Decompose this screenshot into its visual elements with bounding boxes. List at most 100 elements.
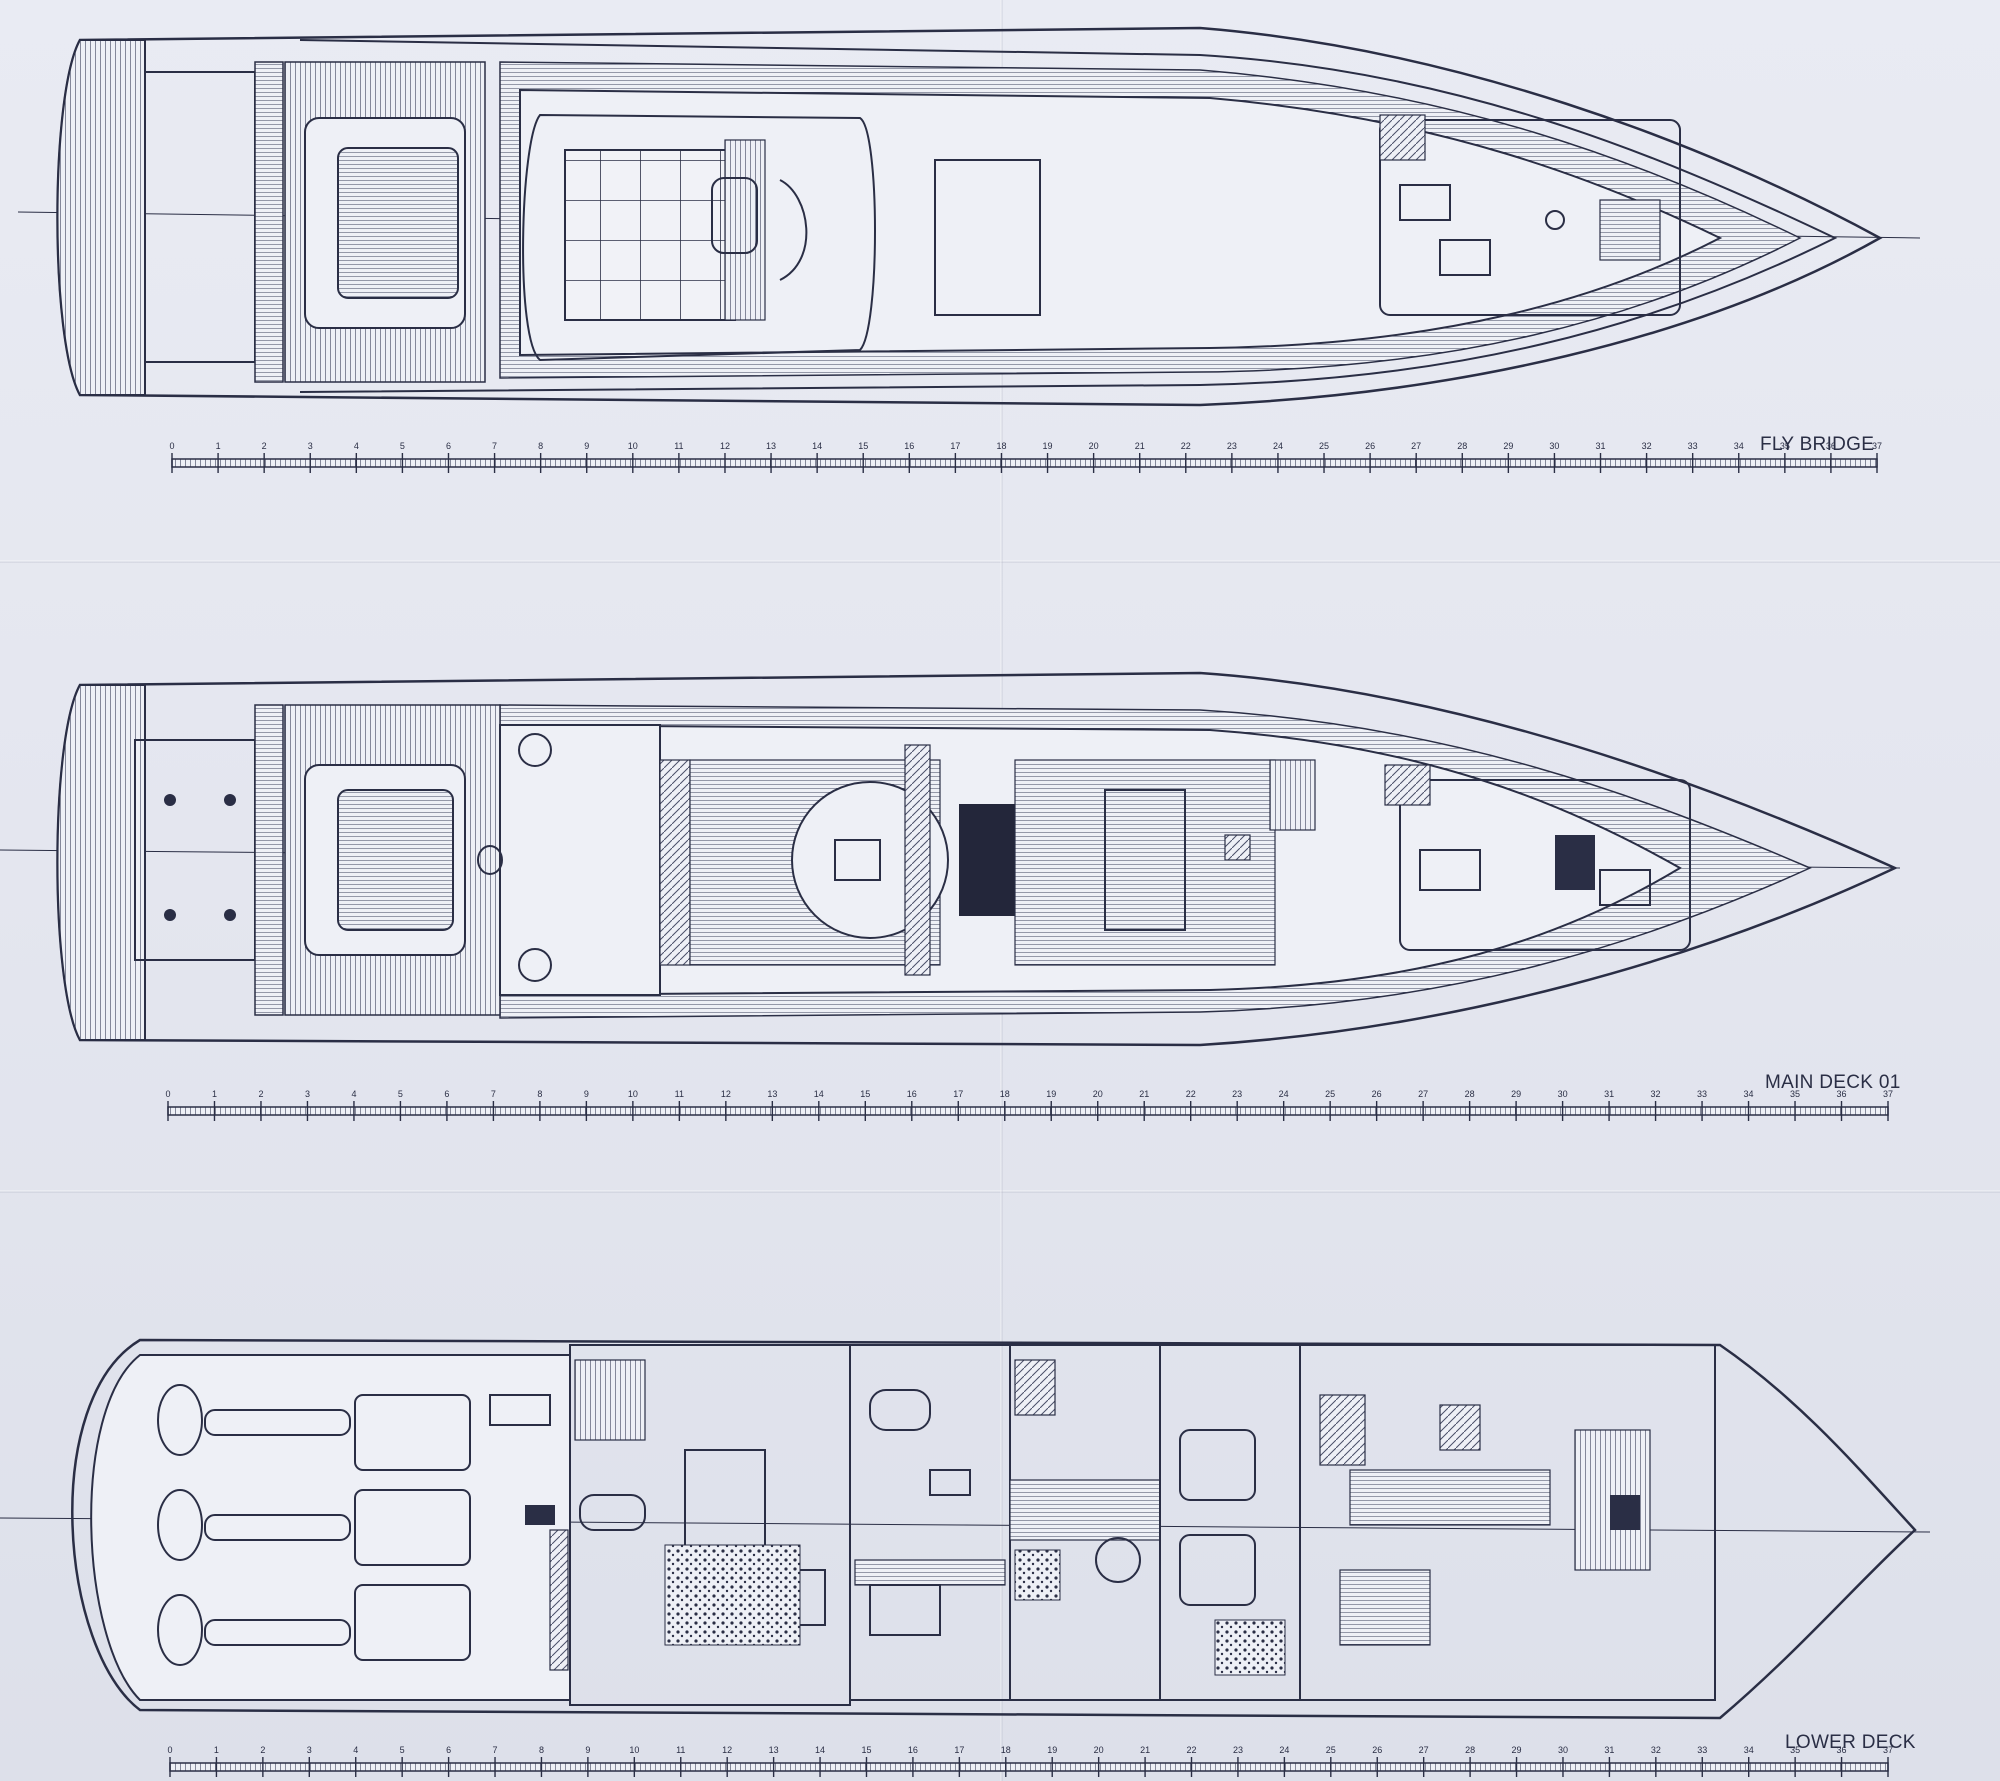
scale-tick-label: 37	[1883, 1745, 1893, 1755]
scale-tick-label: 28	[1457, 441, 1467, 451]
scale-tick-label: 3	[305, 1089, 310, 1099]
scale-tick-label: 18	[1000, 1089, 1010, 1099]
scale-tick-label: 5	[398, 1089, 403, 1099]
helm-seat	[711, 177, 758, 254]
sunbed-cushion	[337, 147, 459, 299]
aft-deck-box	[134, 739, 256, 961]
scale-tick-label: 30	[1549, 441, 1559, 451]
swim-platform-hatch	[56, 684, 146, 1041]
scale-tick-label: 27	[1411, 441, 1421, 451]
dining-table	[959, 804, 1016, 916]
scale-tick-label: 10	[628, 1089, 638, 1099]
planter-circle	[518, 733, 552, 767]
scale-tick-label: 11	[674, 441, 683, 451]
scale-tick-label: 8	[538, 441, 543, 451]
scale-tick-label: 8	[537, 1089, 542, 1099]
scale-tick-label: 25	[1319, 441, 1329, 451]
scale-tick-label: 19	[1047, 1745, 1057, 1755]
fore-hatch	[1599, 199, 1661, 261]
scale-tick-label: 9	[584, 441, 589, 451]
scale-tick-label: 6	[446, 441, 451, 451]
scale-tick-label: 27	[1419, 1745, 1429, 1755]
anchor-winch	[1545, 210, 1565, 230]
scale-tick-label: 3	[308, 441, 313, 451]
crew-stair	[1319, 1394, 1366, 1466]
carpet-pattern	[664, 1544, 801, 1646]
deck-label-main-deck: MAIN DECK 01	[1765, 1072, 1901, 1093]
control-panel	[525, 1505, 555, 1525]
scale-tick-label: 37	[1883, 1089, 1893, 1099]
scale-tick-label: 17	[950, 441, 960, 451]
scale-tick-label: 4	[351, 1089, 356, 1099]
scale-tick-label: 32	[1642, 441, 1652, 451]
guest-bed	[869, 1584, 941, 1636]
scale-tick-label: 24	[1279, 1745, 1289, 1755]
scale-tick-label: 18	[1001, 1745, 1011, 1755]
fore-deck-area	[1379, 119, 1681, 316]
scale-tick-label: 29	[1511, 1089, 1521, 1099]
scale-tick-label: 32	[1651, 1089, 1661, 1099]
vip-bed	[1179, 1534, 1256, 1606]
scale-tick-label: 9	[584, 1089, 589, 1099]
scale-tick-label: 7	[492, 441, 497, 451]
scale-tick-label: 16	[904, 441, 914, 451]
scale-tick-label: 35	[1790, 1745, 1800, 1755]
scale-tick-label: 28	[1465, 1745, 1475, 1755]
scale-tick-label: 31	[1596, 441, 1606, 451]
fire-station	[1224, 834, 1251, 861]
scale-tick-label: 16	[907, 1089, 917, 1099]
scale-tick-label: 12	[720, 441, 730, 451]
scale-tick-label: 9	[585, 1745, 590, 1755]
scale-tick-label: 10	[628, 441, 638, 451]
scale-tick-label: 11	[676, 1745, 685, 1755]
aft-stairs	[254, 704, 284, 1016]
scale-tick-label: 15	[860, 1089, 870, 1099]
guest-bed	[869, 1389, 931, 1431]
tank	[354, 1489, 471, 1566]
scale-tick-label: 3	[307, 1745, 312, 1755]
scale-tick-label: 20	[1089, 441, 1099, 451]
swim-platform-hatch	[56, 39, 146, 396]
scale-tick-label: 14	[812, 441, 822, 451]
scale-tick-label: 6	[444, 1089, 449, 1099]
scale-tick-label: 0	[167, 1745, 172, 1755]
salon-entrance	[659, 759, 691, 966]
bench	[929, 1469, 971, 1496]
scale-tick-label: 30	[1558, 1089, 1568, 1099]
fore-seat	[1599, 869, 1651, 906]
scale-tick-label: 2	[262, 441, 267, 451]
fore-seat	[1439, 239, 1491, 276]
fore-seat	[1419, 849, 1481, 891]
scale-tick-label: 13	[766, 441, 776, 451]
bathtub	[579, 1494, 646, 1531]
scale-tick-label: 4	[354, 441, 359, 451]
scale-tick-label: 10	[629, 1745, 639, 1755]
scale-tick-label: 2	[260, 1745, 265, 1755]
equipment-box	[1610, 1495, 1640, 1530]
scale-tick-label: 14	[815, 1745, 825, 1755]
anchor-unit	[1555, 835, 1595, 890]
scale-tick-label: 4	[353, 1745, 358, 1755]
scale-tick-label: 21	[1139, 1089, 1149, 1099]
scale-tick-label: 26	[1372, 1745, 1382, 1755]
scale-tick-label: 34	[1734, 441, 1744, 451]
scale-tick-label: 36	[1826, 441, 1836, 451]
sunbed-cushion	[337, 789, 454, 931]
hatch-marker	[1379, 114, 1426, 161]
scale-tick-label: 18	[996, 441, 1006, 451]
scale-tick-label: 13	[767, 1089, 777, 1099]
scale-tick-label: 17	[953, 1089, 963, 1099]
aft-stairs	[254, 61, 284, 383]
scale-tick-label: 31	[1604, 1745, 1614, 1755]
bridge-console	[522, 113, 876, 362]
scale-tick-label: 26	[1365, 441, 1375, 451]
scale-tick-label: 26	[1372, 1089, 1382, 1099]
scale-tick-label: 24	[1273, 441, 1283, 451]
scale-tick-label: 36	[1837, 1089, 1847, 1099]
scale-tick-label: 1	[212, 1089, 217, 1099]
scale-tick-label: 12	[721, 1089, 731, 1099]
lobby-floor	[1009, 1479, 1161, 1541]
scale-tick-label: 19	[1046, 1089, 1056, 1099]
scale-tick-label: 34	[1744, 1089, 1754, 1099]
